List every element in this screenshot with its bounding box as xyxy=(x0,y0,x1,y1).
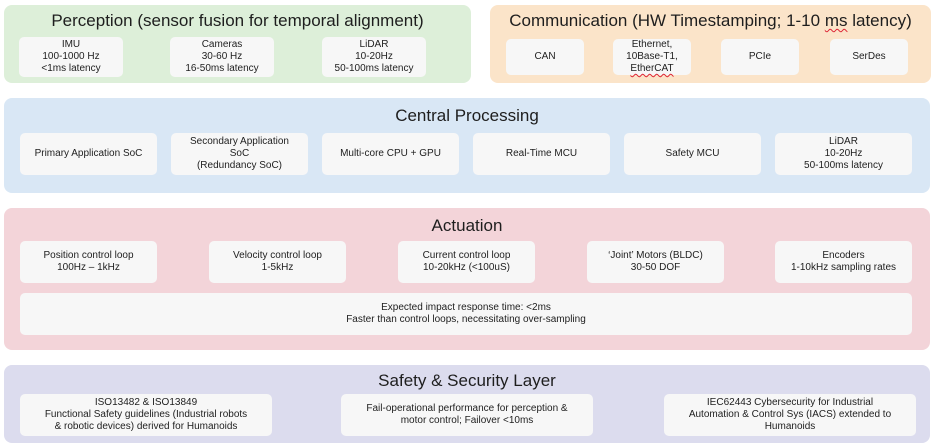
comm-box-ethernet: Ethernet, 10Base-T1, EtherCAT xyxy=(613,39,691,75)
safety-box-iec: IEC62443 Cybersecurity for Industrial Au… xyxy=(664,394,916,436)
actuation-impact-response-box: Expected impact response time: <2ms Fast… xyxy=(20,293,912,335)
comm-box-serdes: SerDes xyxy=(830,39,908,75)
perception-panel: Perception (sensor fusion for temporal a… xyxy=(4,5,471,83)
actuation-box-velocity-loop: Velocity control loop 1-5kHz xyxy=(209,241,346,283)
central-box-rt-mcu: Real-Time MCU xyxy=(473,133,610,175)
central-box-secondary-soc: Secondary Application SoC (Redundancy So… xyxy=(171,133,308,175)
actuation-box-current-loop: Current control loop 10-20kHz (<100uS) xyxy=(398,241,535,283)
central-box-cpu-gpu: Multi-core CPU + GPU xyxy=(322,133,459,175)
central-box-safety-mcu: Safety MCU xyxy=(624,133,761,175)
perception-box-cameras: Cameras 30-60 Hz 16-50ms latency xyxy=(170,37,274,77)
actuation-title: Actuation xyxy=(431,216,503,235)
safety-box-fail-operational: Fail-operational performance for percept… xyxy=(341,394,593,436)
safety-box-iso: ISO13482 & ISO13849 Functional Safety gu… xyxy=(20,394,272,436)
central-processing-panel: Central Processing Primary Application S… xyxy=(4,98,930,193)
safety-title: Safety & Security Layer xyxy=(378,371,556,390)
spellcheck-mark: ms xyxy=(824,11,848,30)
perception-box-lidar: LiDAR 10-20Hz 50-100ms latency xyxy=(322,37,426,77)
safety-security-panel: Safety & Security Layer ISO13482 & ISO13… xyxy=(4,365,930,443)
comm-box-can: CAN xyxy=(506,39,584,75)
actuation-box-motors: ‘Joint’ Motors (BLDC) 30-50 DOF xyxy=(587,241,724,283)
communication-title: Communication (HW Timestamping; 1-10 ms … xyxy=(509,11,912,30)
actuation-box-encoders: Encoders 1-10kHz sampling rates xyxy=(775,241,912,283)
comm-box-pcie: PCIe xyxy=(721,39,799,75)
actuation-box-position-loop: Position control loop 100Hz – 1kHz xyxy=(20,241,157,283)
central-box-primary-soc: Primary Application SoC xyxy=(20,133,157,175)
communication-panel: Communication (HW Timestamping; 1-10 ms … xyxy=(490,5,931,83)
perception-title: Perception (sensor fusion for temporal a… xyxy=(51,11,424,30)
central-box-lidar: LiDAR 10-20Hz 50-100ms latency xyxy=(775,133,912,175)
perception-box-imu: IMU 100-1000 Hz <1ms latency xyxy=(19,37,123,77)
actuation-panel: Actuation Position control loop 100Hz – … xyxy=(4,208,930,350)
central-title: Central Processing xyxy=(395,106,539,125)
